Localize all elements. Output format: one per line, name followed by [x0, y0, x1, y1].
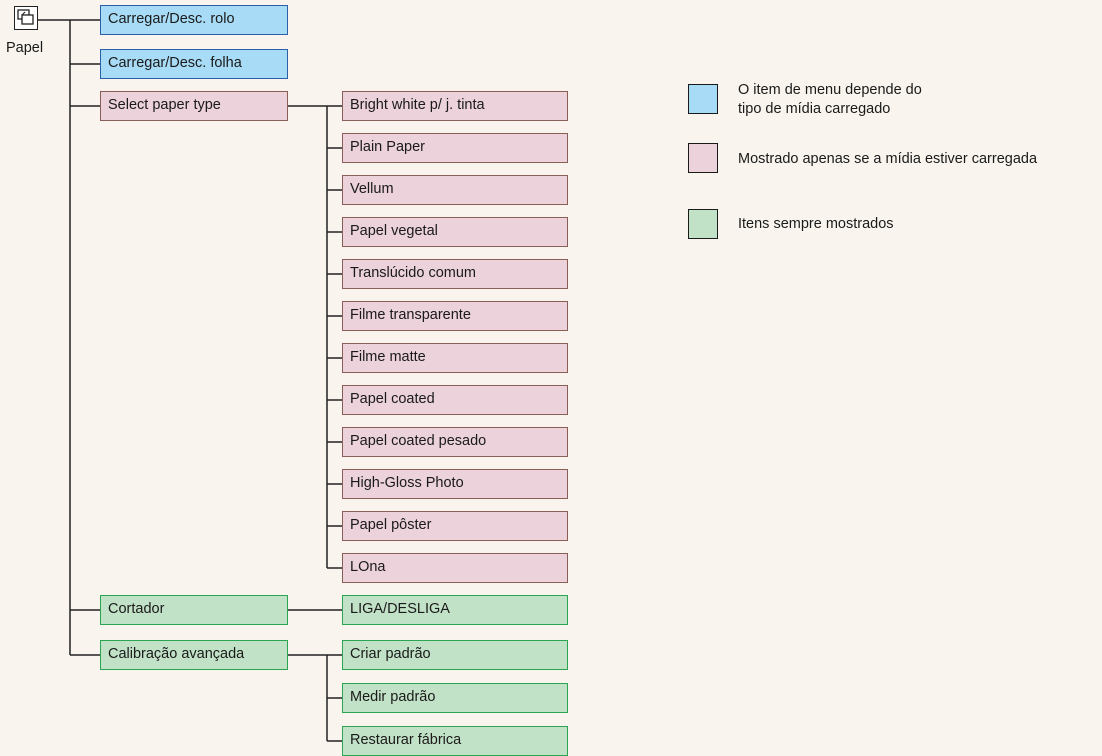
cutter-on-off-item[interactable]: LIGA/DESLIGA [342, 595, 568, 625]
paper-type-item[interactable]: Bright white p/ j. tinta [342, 91, 568, 121]
paper-type-item[interactable]: Papel pôster [342, 511, 568, 541]
calibration-restore-factory-item[interactable]: Restaurar fábrica [342, 726, 568, 756]
paper-type-item[interactable]: High-Gloss Photo [342, 469, 568, 499]
paper-type-item[interactable]: Vellum [342, 175, 568, 205]
legend-text-green: Itens sempre mostrados [738, 216, 894, 232]
calibration-measure-pattern-item[interactable]: Medir padrão [342, 683, 568, 713]
legend-swatch-pink [688, 143, 718, 173]
paper-type-item[interactable]: LOna [342, 553, 568, 583]
paper-type-item[interactable]: Filme transparente [342, 301, 568, 331]
paper-type-item[interactable]: Translúcido comum [342, 259, 568, 289]
menu-item-load-sheet[interactable]: Carregar/Desc. folha [100, 49, 288, 79]
legend-text-pink: Mostrado apenas se a mídia estiver carre… [738, 151, 1038, 167]
legend-swatch-green [688, 209, 718, 239]
paper-type-item[interactable]: Papel coated pesado [342, 427, 568, 457]
paper-type-item[interactable]: Papel coated [342, 385, 568, 415]
root-label: Papel [6, 40, 44, 56]
menu-item-load-roll[interactable]: Carregar/Desc. rolo [100, 5, 288, 35]
paper-type-item[interactable]: Plain Paper [342, 133, 568, 163]
menu-item-advanced-calibration[interactable]: Calibração avançada [100, 640, 288, 670]
paper-type-item[interactable]: Papel vegetal [342, 217, 568, 247]
menu-item-select-paper-type[interactable]: Select paper type [100, 91, 288, 121]
legend-swatch-blue [688, 84, 718, 114]
calibration-create-pattern-item[interactable]: Criar padrão [342, 640, 568, 670]
paper-type-item[interactable]: Filme matte [342, 343, 568, 373]
legend-text-blue: O item de menu depende do tipo de mídia … [738, 82, 922, 117]
menu-item-cutter[interactable]: Cortador [100, 595, 288, 625]
paper-icon [14, 6, 38, 30]
